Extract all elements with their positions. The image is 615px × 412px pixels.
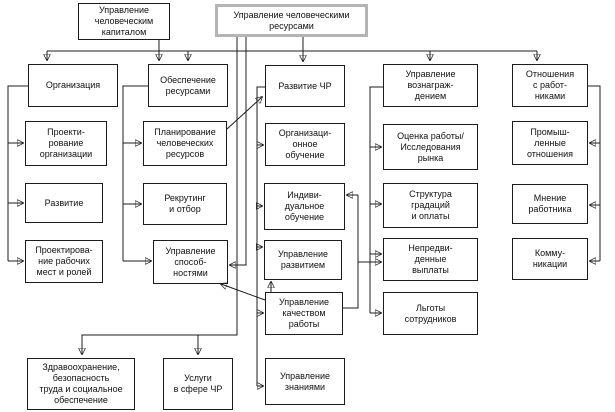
node-employee-relations: Отношения с работ- никами — [512, 64, 588, 107]
node-human-capital-mgmt: Управление человеческим капиталом — [78, 3, 170, 40]
node-talent-management: Управление способ- ностями — [153, 240, 228, 284]
node-performance-management: Управление качеством работы — [265, 292, 343, 335]
node-individual-learning: Индиви- дуальное обучение — [264, 183, 345, 230]
node-employee-voice: Мнение работника — [512, 184, 588, 224]
node-org-design: Проекти- рование организации — [25, 121, 107, 166]
node-recruitment-selection: Рекрутинг и отбор — [143, 183, 227, 225]
node-resourcing: Обеспечение ресурсами — [148, 64, 228, 107]
node-hrm: Управление человеческими ресурсами — [215, 4, 368, 37]
node-management-development: Управление развитием — [264, 240, 342, 280]
node-health-safety-welfare: Здравоохранение, безопасность труда и со… — [27, 358, 135, 410]
node-knowledge-management: Управление знаниями — [265, 358, 345, 405]
node-org-learning: Организаци- онное обучение — [265, 123, 345, 166]
node-job-evaluation-market-research: Оценка работы/ Исследования рынка — [383, 124, 478, 170]
node-grade-pay-structure: Структура градаций и оплаты — [383, 183, 478, 228]
node-organization: Организация — [28, 64, 118, 107]
node-job-role-design: Проектирова- ние рабочих мест и ролей — [25, 240, 103, 283]
node-hr-planning: Планирование человеческих ресурсов — [143, 121, 227, 166]
node-hr-development: Развитие ЧР — [265, 65, 345, 107]
node-development: Развитие — [25, 183, 103, 223]
node-industrial-relations: Промыш- ленные отношения — [512, 121, 588, 165]
node-hr-services: Услуги в сфере ЧР — [163, 358, 233, 410]
node-employee-benefits: Льготы сотрудников — [383, 292, 478, 335]
node-reward-management: Управление вознаграж- дением — [383, 64, 478, 107]
node-contingent-pay: Непредви- денные выплаты — [383, 238, 478, 281]
node-communications: Комму- никации — [512, 238, 588, 280]
